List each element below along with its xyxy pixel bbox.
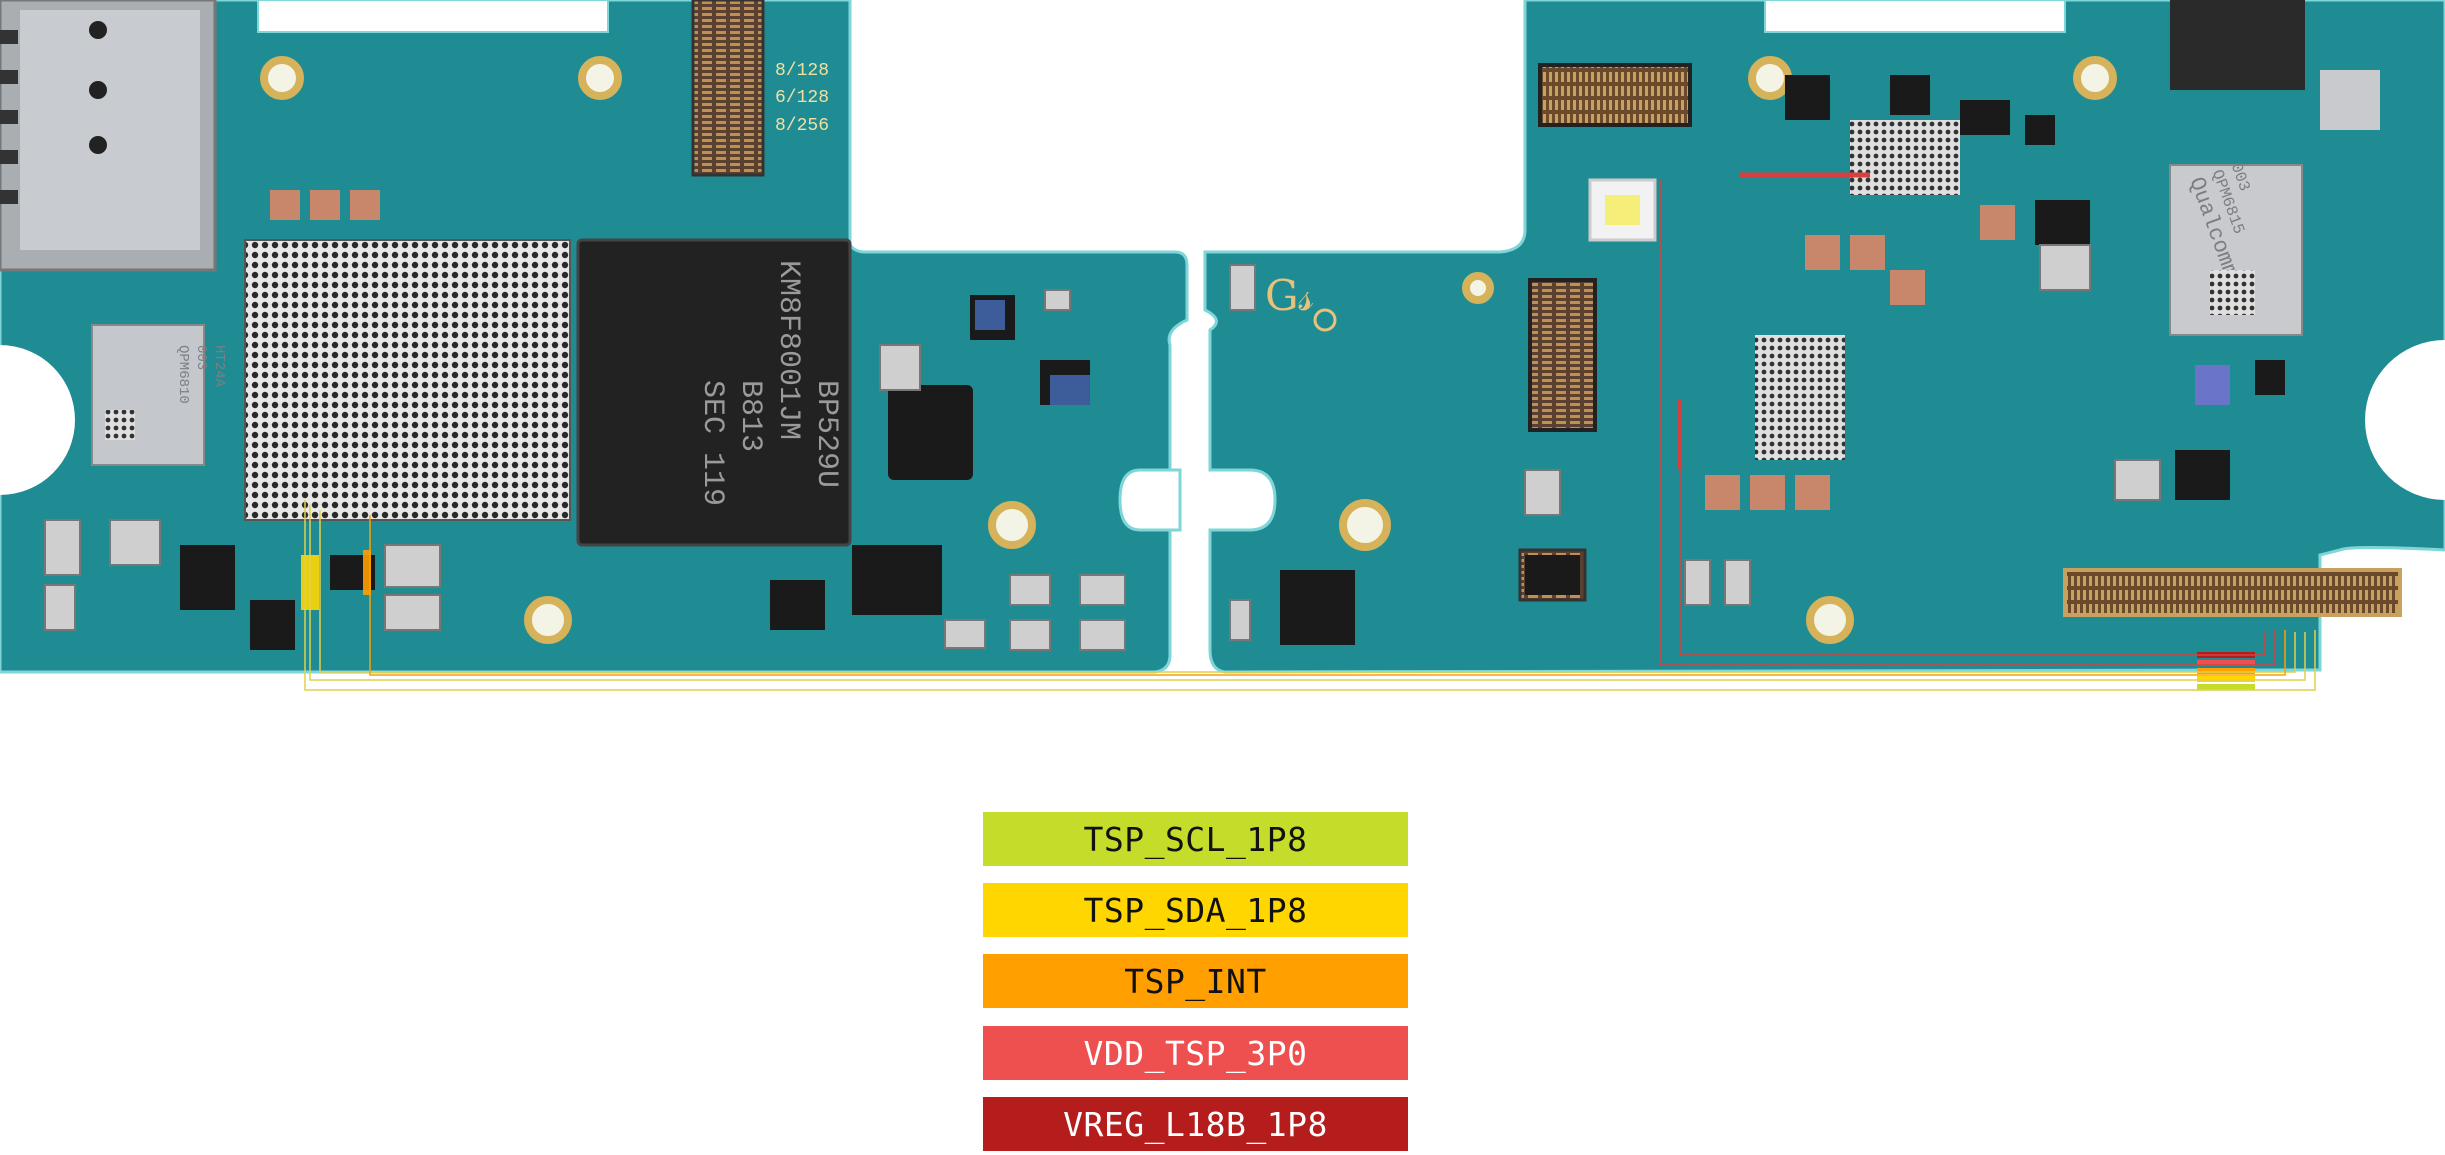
board-to-board-connector-lcd	[2063, 568, 2402, 617]
emmc-chip-label: B813	[733, 380, 767, 452]
pcb-board-photo: 8/128 6/128 8/256 SEC 119 B813 KM8F8001J…	[0, 0, 2445, 691]
emmc-chip-label: BP529U	[809, 380, 843, 488]
legend-item-tsp-int: TSP_INT	[983, 954, 1408, 1008]
pmic-left	[91, 324, 205, 466]
signal-traces	[304, 180, 2316, 691]
emmc-chip-label: SEC 119	[695, 380, 729, 506]
legend-item-tsp-scl: TSP_SCL_1P8	[983, 812, 1408, 866]
pmic-label: 003	[193, 345, 209, 370]
memory-variant-label: 8/128	[775, 61, 829, 81]
legend-label: TSP_INT	[1124, 961, 1267, 1001]
memory-variant-label: 8/256	[775, 116, 829, 136]
mini-legend-marker	[2197, 652, 2255, 690]
pmic-bga-chip	[1755, 335, 1845, 460]
legend-item-tsp-sda: TSP_SDA_1P8	[983, 883, 1408, 937]
legend-item-vreg-l18b: VREG_L18B_1P8	[983, 1097, 1408, 1151]
emmc-chip	[576, 238, 852, 547]
memory-variant-label: 6/128	[775, 88, 829, 108]
pmic-label: QPM6810	[175, 345, 191, 404]
board-to-board-connector-display	[1538, 63, 1692, 127]
board-to-board-connector-top	[691, 0, 765, 177]
rf-bga-chip	[1850, 120, 1960, 195]
board-to-board-connector-side	[1528, 278, 1597, 432]
emmc-chip-label: KM8F8001JM	[771, 260, 805, 440]
manufacturer-logo: G𝓈	[1265, 271, 1314, 320]
soc-bga-pads	[244, 239, 571, 521]
legend-label: TSP_SDA_1P8	[1083, 890, 1308, 930]
legend-label: VREG_L18B_1P8	[1063, 1104, 1328, 1144]
pmic-label: HT24A	[211, 345, 227, 388]
left-board: 8/128 6/128 8/256 SEC 119 B813 KM8F8001J…	[0, 0, 1189, 674]
right-board: Qualcomm QPM6815 003 G𝓈	[1203, 0, 2445, 690]
legend-label: VDD_TSP_3P0	[1083, 1033, 1308, 1073]
legend-item-vdd-tsp: VDD_TSP_3P0	[983, 1026, 1408, 1080]
legend-label: TSP_SCL_1P8	[1083, 819, 1308, 859]
